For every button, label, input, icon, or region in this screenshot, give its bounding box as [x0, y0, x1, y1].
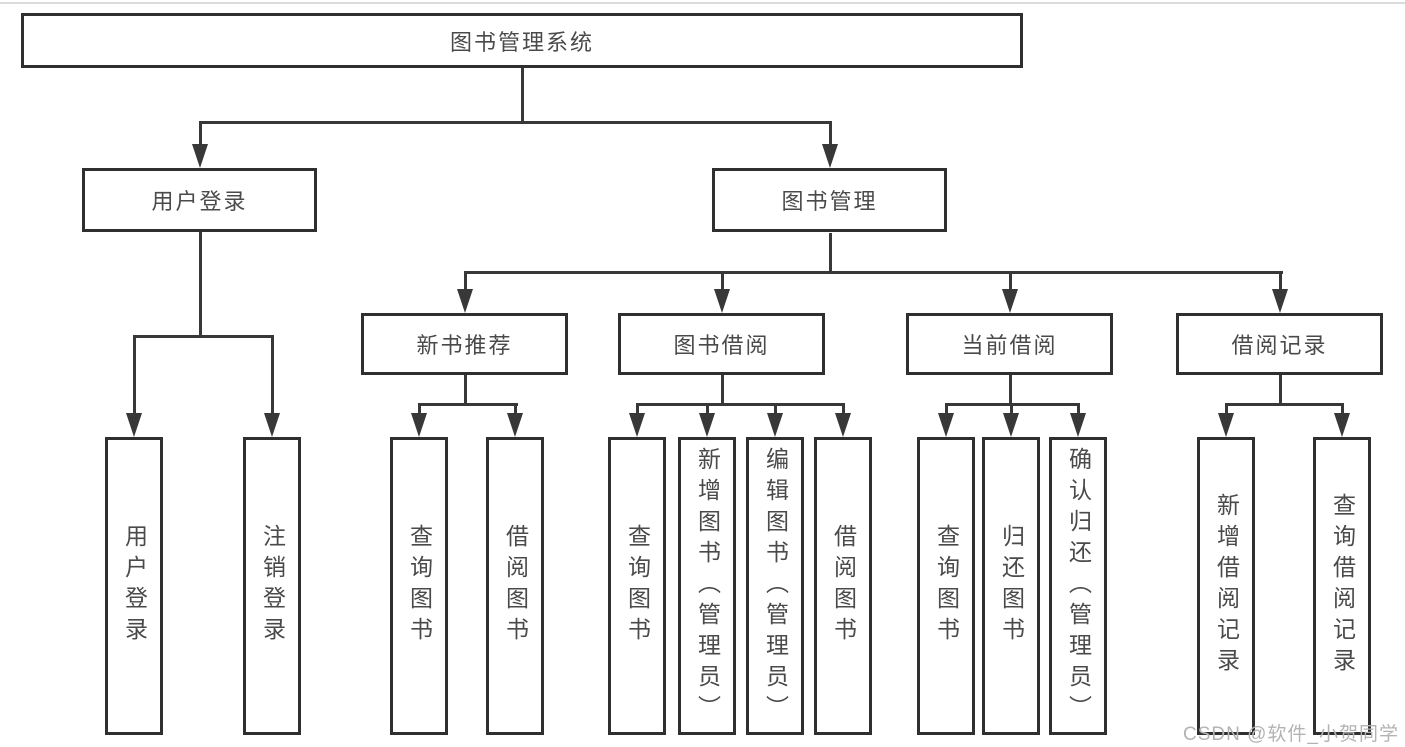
node-label: 查询图书 [624, 524, 651, 648]
leaf-add-borrow-record: 新增借阅记录 [1197, 437, 1255, 735]
node-book-management: 图书管理 [712, 168, 947, 232]
connector-line [1010, 403, 1013, 415]
node-label: 注销登录 [259, 524, 286, 648]
connector-line [721, 375, 724, 406]
connector-line [133, 335, 136, 415]
watermark: CSDN @软件_小贺同学 [1183, 724, 1399, 745]
node-label: 编辑图书（管理员） [762, 446, 789, 726]
arrow-down-icon [1003, 413, 1019, 437]
connector-line [464, 271, 1283, 274]
connector-line [1009, 375, 1012, 406]
node-label: 新增借阅记录 [1213, 493, 1240, 679]
connector-line [464, 271, 467, 292]
connector-line [1009, 271, 1012, 292]
node-label: 新增图书（管理员） [694, 446, 721, 726]
node-label: 借阅图书 [830, 524, 857, 648]
connector-line [636, 403, 639, 415]
connector-line [199, 121, 202, 147]
leaf-query-borrow-record: 查询借阅记录 [1313, 437, 1371, 735]
node-label: 借阅记录 [1231, 333, 1328, 358]
connector-line [829, 233, 832, 274]
node-user-login: 用户登录 [82, 168, 317, 232]
node-library-system: 图书管理系统 [21, 13, 1023, 68]
connector-line [1341, 403, 1344, 415]
leaf-edit-book-admin: 编辑图书（管理员） [746, 437, 804, 735]
node-label: 图书管理系统 [449, 29, 594, 55]
connector-line [464, 375, 467, 406]
connector-line [774, 403, 777, 415]
node-label: 图书管理 [781, 189, 878, 214]
connector-line [945, 403, 948, 415]
arrow-down-icon [699, 413, 715, 437]
connector-line [721, 271, 724, 292]
arrow-down-icon [835, 413, 851, 437]
node-label: 查询图书 [933, 524, 960, 648]
connector-line [1279, 271, 1282, 292]
connector-line [1225, 403, 1228, 415]
arrow-down-icon [714, 289, 730, 313]
leaf-query-books-recommend: 查询图书 [390, 437, 448, 735]
connector-line [842, 403, 845, 415]
leaf-return-book: 归还图书 [982, 437, 1040, 735]
node-label: 用户登录 [151, 189, 248, 214]
leaf-query-books-current: 查询图书 [917, 437, 975, 735]
arrow-down-icon [507, 413, 523, 437]
connector-line [199, 232, 202, 338]
arrow-down-icon [264, 413, 280, 437]
leaf-borrow-books: 借阅图书 [814, 437, 872, 735]
arrow-down-icon [1218, 413, 1234, 437]
leaf-logout: 注销登录 [243, 437, 301, 735]
connector-line [706, 403, 709, 415]
arrow-down-icon [1272, 289, 1288, 313]
arrow-down-icon [411, 413, 427, 437]
node-label: 当前借阅 [961, 333, 1058, 358]
node-label: 确认归还（管理员） [1065, 446, 1092, 726]
arrow-down-icon [767, 413, 783, 437]
arrow-down-icon [629, 413, 645, 437]
arrow-down-icon [1334, 413, 1350, 437]
arrow-down-icon [126, 413, 142, 437]
node-book-borrowing: 图书借阅 [618, 313, 825, 375]
node-new-book-recommend: 新书推荐 [361, 313, 568, 375]
node-label: 用户登录 [121, 524, 148, 648]
leaf-confirm-return-admin: 确认归还（管理员） [1049, 437, 1107, 735]
leaf-user-login: 用户登录 [105, 437, 163, 735]
connector-line [636, 403, 845, 406]
connector-line [514, 403, 517, 415]
node-label: 借阅图书 [502, 524, 529, 648]
leaf-borrow-books-recommend: 借阅图书 [486, 437, 544, 735]
node-label: 归还图书 [998, 524, 1025, 648]
node-current-borrowing: 当前借阅 [906, 313, 1113, 375]
leaf-query-books-borrow: 查询图书 [608, 437, 666, 735]
connector-line [1279, 375, 1282, 406]
node-label: 新书推荐 [416, 333, 513, 358]
arrow-down-icon [192, 144, 208, 168]
connector-line [521, 68, 524, 124]
connector-line [829, 121, 832, 147]
connector-line [133, 335, 274, 338]
arrow-down-icon [1002, 289, 1018, 313]
arrow-down-icon [822, 144, 838, 168]
arrow-down-icon [1070, 413, 1086, 437]
node-label: 查询图书 [406, 524, 433, 648]
connector-line [1077, 403, 1080, 415]
connector-line [418, 403, 518, 406]
node-borrowing-records: 借阅记录 [1176, 313, 1383, 375]
arrow-down-icon [457, 289, 473, 313]
top-edge-divider [0, 2, 1405, 4]
leaf-add-book-admin: 新增图书（管理员） [678, 437, 736, 735]
connector-line [1225, 403, 1344, 406]
connector-line [418, 403, 421, 415]
node-label: 查询借阅记录 [1329, 493, 1356, 679]
connector-line [271, 335, 274, 415]
arrow-down-icon [938, 413, 954, 437]
node-label: 图书借阅 [673, 333, 770, 358]
connector-line [199, 121, 832, 124]
